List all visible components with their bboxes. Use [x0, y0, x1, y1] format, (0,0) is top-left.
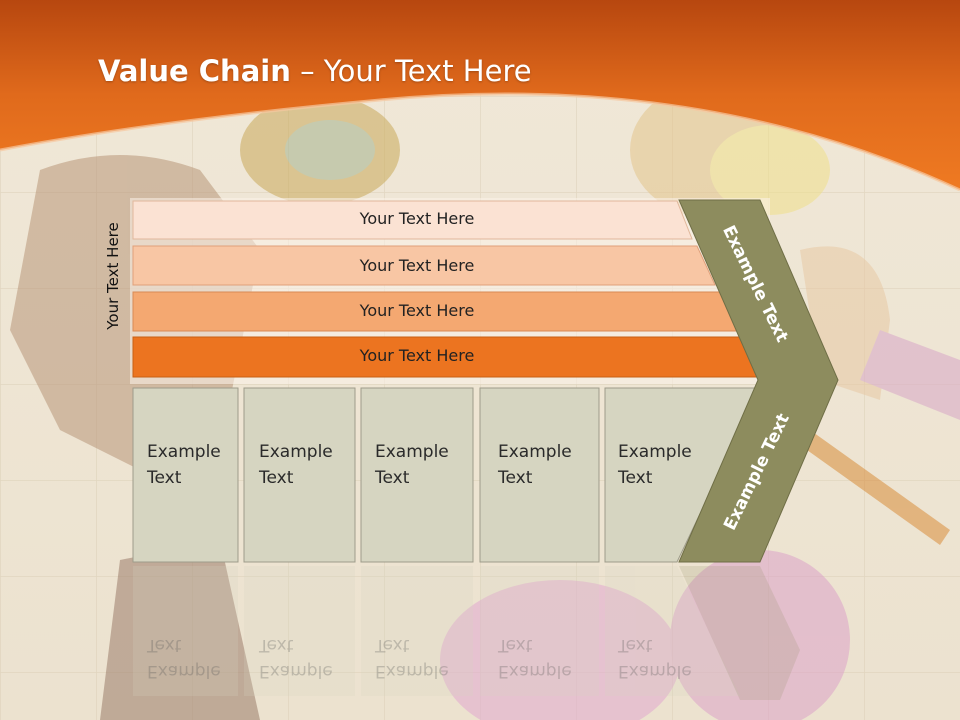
box-1	[132, 387, 239, 563]
title-rest: – Your Text Here	[290, 54, 532, 88]
band-2-label: Your Text Here	[359, 256, 475, 275]
band-1-label: Your Text Here	[359, 209, 475, 228]
box-5	[604, 387, 761, 563]
slide-title: Value Chain – Your Text Here	[98, 54, 532, 88]
box-4	[479, 387, 600, 563]
band-2	[132, 245, 716, 286]
box-3	[360, 387, 474, 563]
box-2	[243, 387, 356, 563]
band-3-label: Your Text Here	[359, 301, 475, 320]
band-4-label: Your Text Here	[359, 346, 475, 365]
chevron-arrow	[678, 199, 839, 563]
band-1	[132, 200, 693, 240]
header-band	[0, 0, 960, 190]
title-bold: Value Chain	[98, 54, 291, 88]
